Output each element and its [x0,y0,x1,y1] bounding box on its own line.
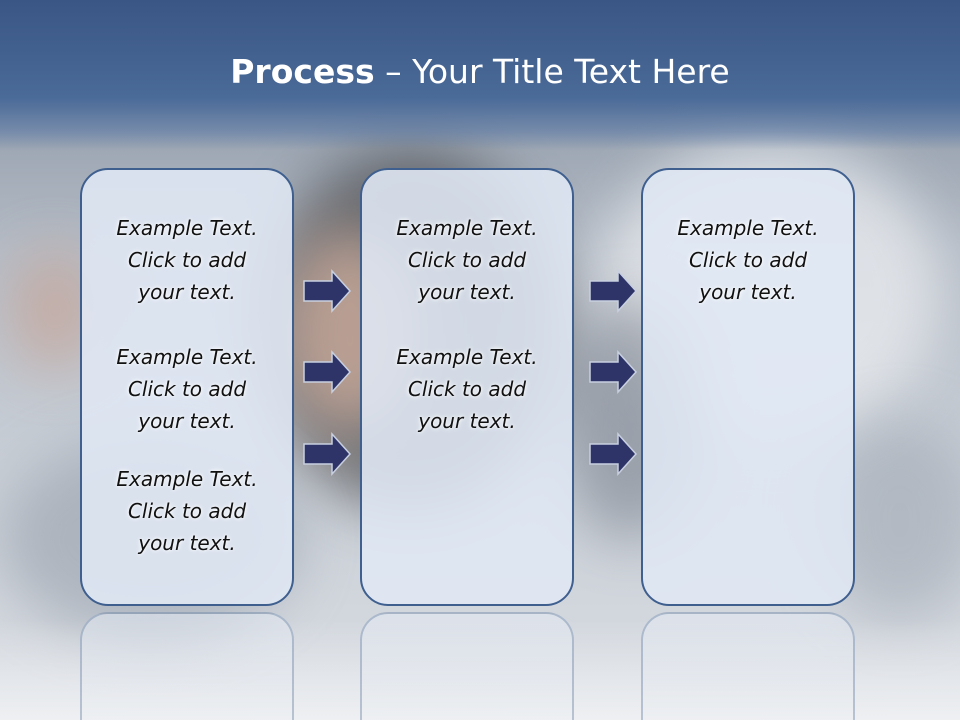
box-2-reflection [360,612,574,720]
page-title[interactable]: Process – Your Title Text Here [0,52,960,91]
right-arrow-icon[interactable] [302,350,352,394]
box-3-reflection [641,612,855,720]
right-arrow-icon[interactable] [302,269,352,313]
box-3-text-1[interactable]: Example Text. Click to add your text. [677,216,819,304]
title-bar [0,0,960,150]
box-1-text-3[interactable]: Example Text. Click to add your text. [116,467,258,555]
right-arrow-icon[interactable] [588,269,638,313]
title-rest: – Your Title Text Here [374,52,730,91]
right-arrow-icon[interactable] [588,432,638,476]
title-bold: Process [230,52,375,91]
box-2-text-2[interactable]: Example Text. Click to add your text. [396,345,538,433]
process-box-2[interactable]: Example Text. Click to add your text. Ex… [360,168,574,606]
box-1-text-2[interactable]: Example Text. Click to add your text. [116,345,258,433]
box-2-text-1[interactable]: Example Text. Click to add your text. [396,216,538,304]
box-1-text-1[interactable]: Example Text. Click to add your text. [116,216,258,304]
right-arrow-icon[interactable] [588,350,638,394]
process-box-3[interactable]: Example Text. Click to add your text. [641,168,855,606]
box-1-reflection [80,612,294,720]
right-arrow-icon[interactable] [302,432,352,476]
process-box-1[interactable]: Example Text. Click to add your text. Ex… [80,168,294,606]
